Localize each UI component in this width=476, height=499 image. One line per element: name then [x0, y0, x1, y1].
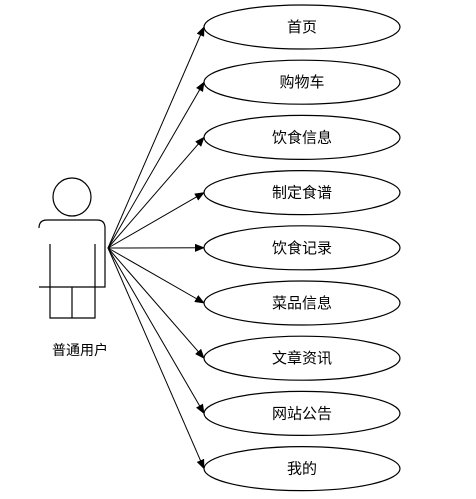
use-case-mine: 我的 — [203, 446, 401, 492]
use-case-label: 我的 — [287, 460, 317, 478]
use-case-site-notice: 网站公告 — [203, 390, 401, 436]
use-case-label: 饮食记录 — [272, 239, 332, 257]
use-case-diet-info: 饮食信息 — [203, 114, 401, 160]
use-case-dish-info: 菜品信息 — [203, 280, 401, 326]
use-case-home: 首页 — [203, 4, 401, 50]
connector-diet-info — [107, 136, 205, 249]
actor-figure — [38, 177, 106, 319]
use-case-ellipse — [203, 114, 401, 160]
connector-site-notice — [107, 247, 205, 415]
connector-dish-info — [107, 247, 205, 304]
use-case-label: 首页 — [287, 18, 317, 36]
use-case-article-news: 文章资讯 — [203, 335, 401, 381]
actor-label: 普通用户 — [52, 342, 108, 359]
use-case-make-recipe: 制定食谱 — [203, 170, 401, 216]
use-case-ellipse — [203, 4, 401, 50]
actor-body — [38, 219, 106, 319]
use-case-label: 文章资讯 — [272, 349, 332, 367]
connector-mine — [107, 247, 205, 470]
use-case-label: 购物车 — [279, 73, 324, 91]
use-case-ellipse — [203, 170, 401, 216]
use-case-ellipse — [203, 280, 401, 326]
connectors — [107, 26, 205, 470]
connector-article-news — [107, 247, 205, 359]
use-case-cart: 购物车 — [203, 59, 401, 105]
connector-cart — [107, 81, 205, 249]
connector-make-recipe — [107, 192, 205, 249]
use-case-label: 饮食信息 — [272, 128, 332, 146]
actor-head — [52, 177, 92, 217]
use-case-ellipse — [203, 59, 401, 105]
use-case-label: 网站公告 — [272, 404, 332, 422]
use-case-ellipse — [203, 225, 401, 271]
use-case-label: 菜品信息 — [272, 294, 332, 312]
use-case-ellipse — [203, 390, 401, 436]
use-case-diet-record: 饮食记录 — [203, 225, 401, 271]
connector-home — [107, 26, 205, 249]
use-case-label: 制定食谱 — [272, 184, 332, 202]
use-case-ellipse — [203, 335, 401, 381]
use-case-ellipse — [203, 446, 401, 492]
